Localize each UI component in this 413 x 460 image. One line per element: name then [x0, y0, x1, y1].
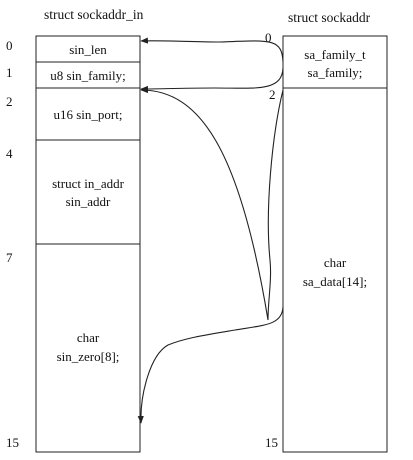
sockaddr-in-box: sin_len u8 sin_family; u16 sin_port; str…	[35, 35, 141, 453]
offset-label: 0	[265, 30, 272, 45]
offset-label: 2	[269, 87, 276, 102]
field-sin-zero-type: char	[77, 330, 100, 345]
offset-label: 4	[6, 146, 13, 161]
field-sin-family: u8 sin_family;	[50, 68, 125, 83]
field-sa-data-type: char	[324, 255, 347, 270]
arrow-family-to-sin-family	[140, 67, 284, 93]
field-sa-data-name: sa_data[14];	[303, 274, 367, 289]
offset-label: 2	[6, 94, 13, 109]
offset-label: 0	[6, 38, 13, 53]
left-struct-title: struct sockaddr_in	[44, 7, 144, 22]
arrow-data-start-to-sin-port	[140, 86, 284, 321]
offset-label: 1	[6, 65, 13, 80]
offset-label: 15	[265, 435, 278, 450]
field-sa-family-type: sa_family_t	[304, 47, 366, 62]
field-sa-family-name: sa_family;	[308, 65, 363, 80]
field-sin-zero-name: sin_zero[8];	[57, 349, 120, 364]
field-sin-port: u16 sin_port;	[54, 107, 123, 122]
offset-label: 15	[6, 435, 19, 450]
field-sin-addr-type: struct in_addr	[52, 176, 125, 191]
offset-label: 7	[6, 250, 13, 265]
arrow-data-end-to-sin-zero-end	[137, 306, 284, 424]
arrow-family-to-sin-len	[140, 37, 284, 63]
right-struct-title: struct sockaddr	[288, 10, 371, 25]
field-sin-addr-name: sin_addr	[66, 194, 111, 209]
sockaddr-box: sa_family_t sa_family; char sa_data[14];	[282, 35, 388, 453]
field-sin-len: sin_len	[69, 42, 107, 57]
sockaddr-outline	[282, 35, 388, 453]
